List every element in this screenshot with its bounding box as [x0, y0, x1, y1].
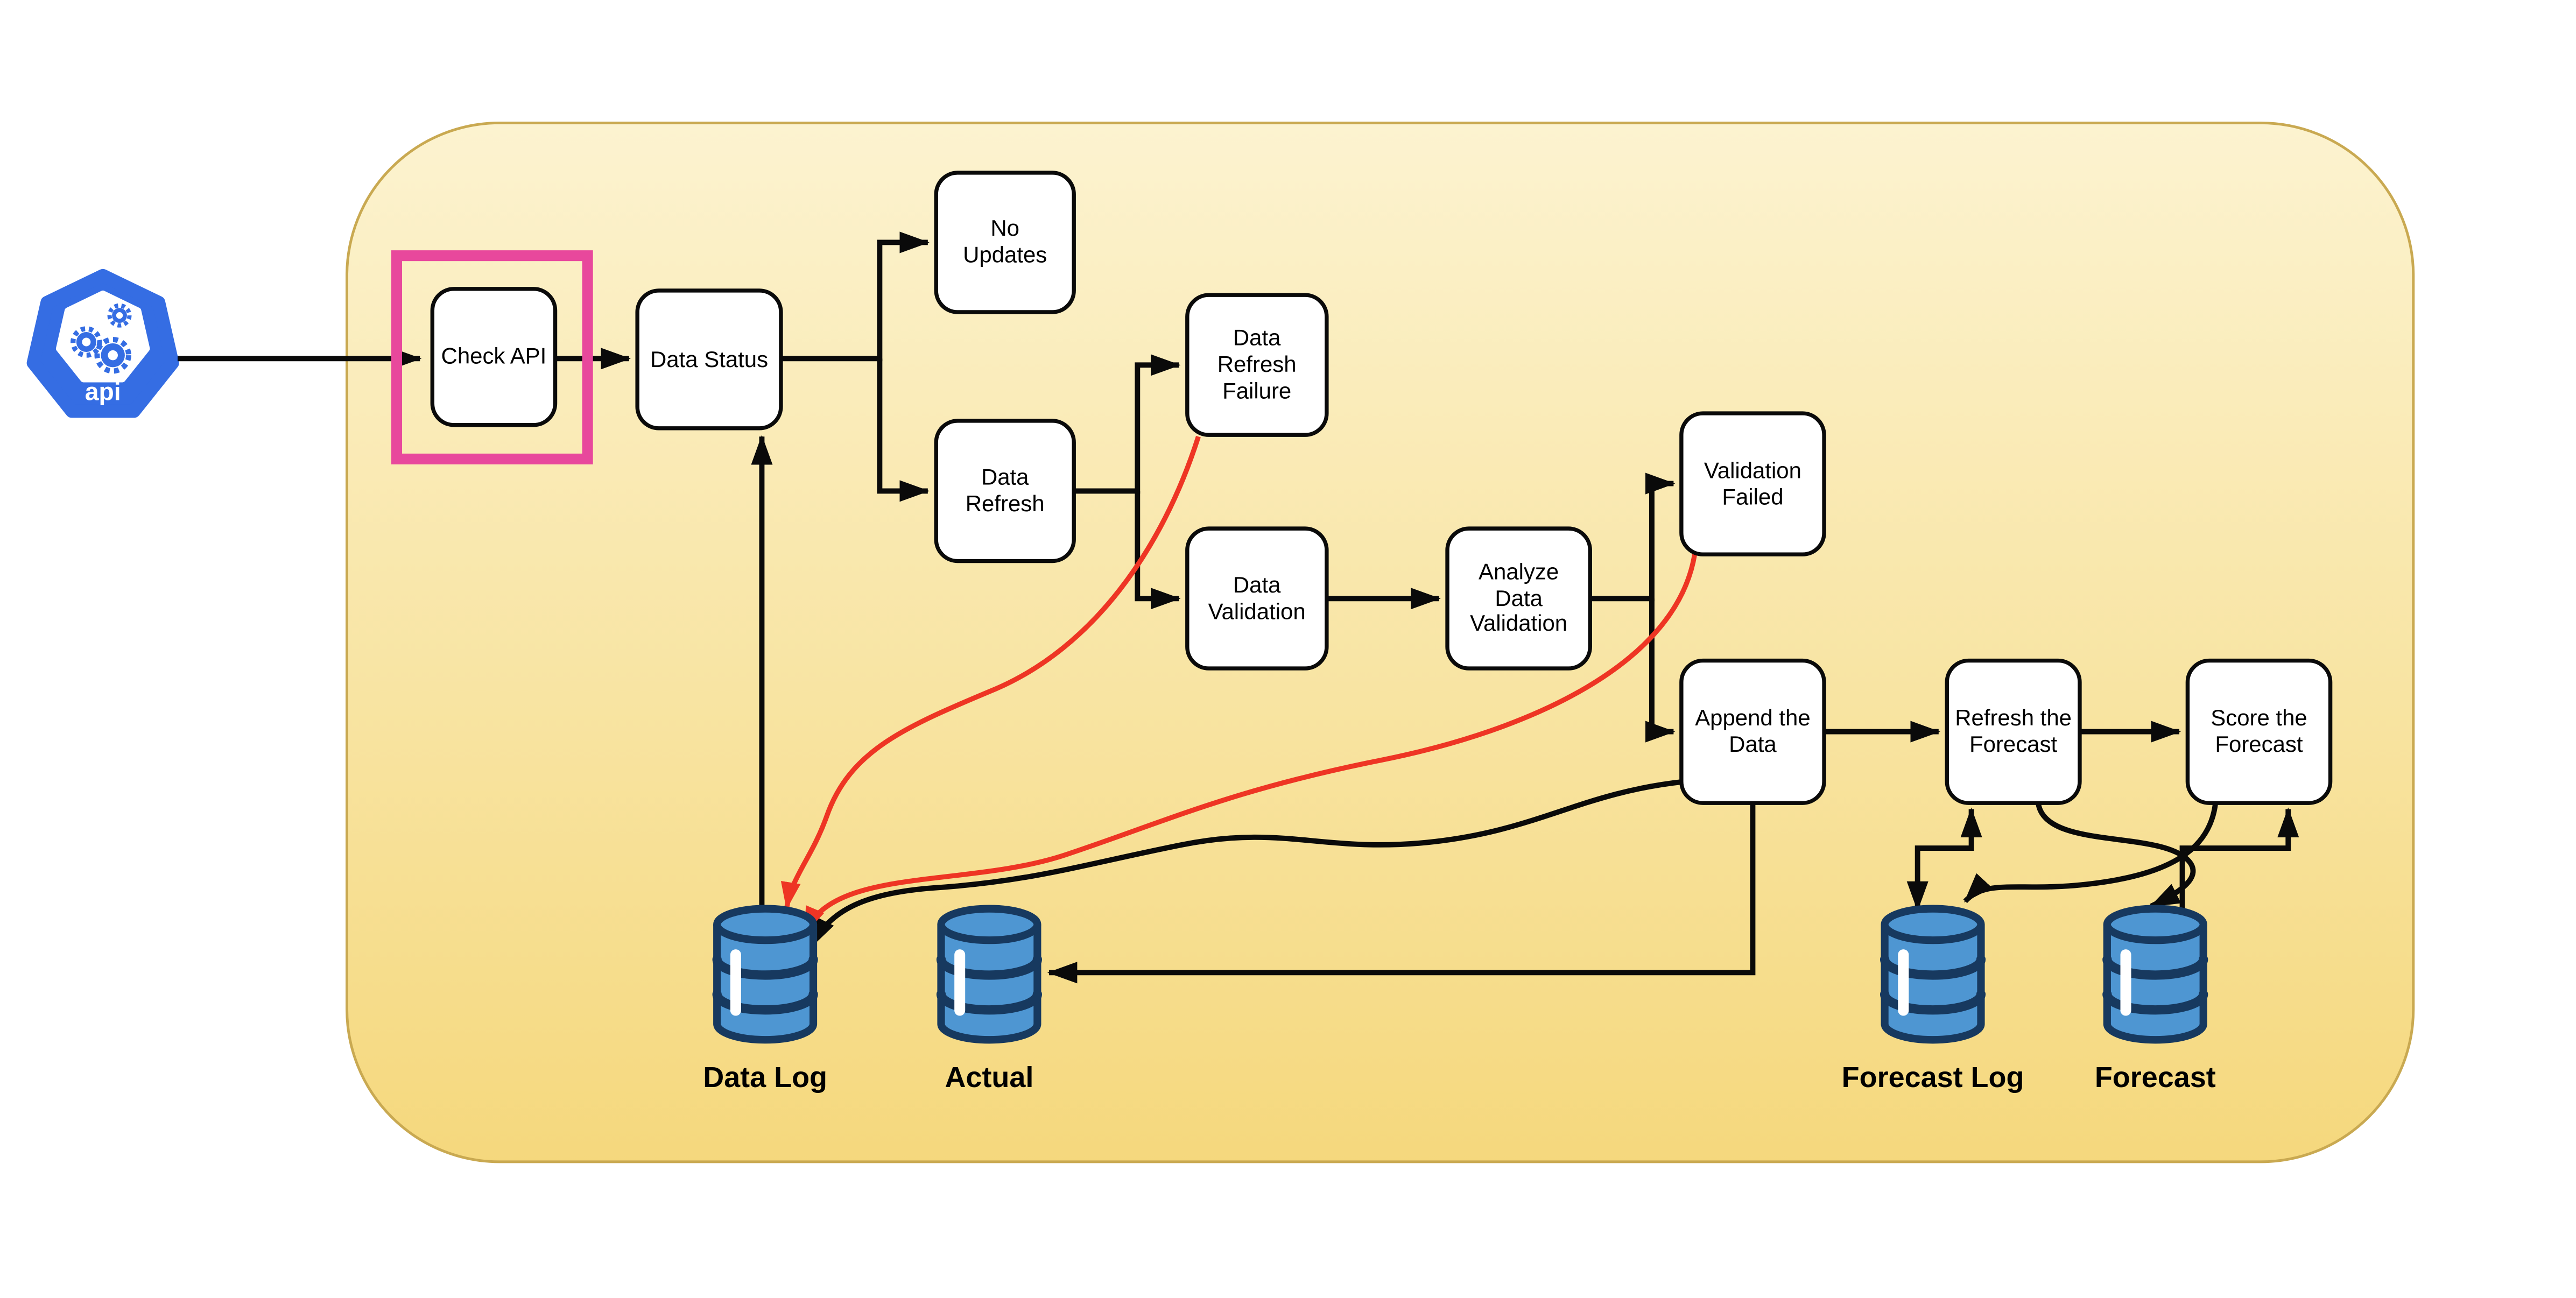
edge-data-refresh-to-refresh-failure — [1074, 354, 1181, 494]
edge-append-to-actual — [1047, 803, 1756, 984]
database-icon — [936, 905, 1042, 1044]
node-label: Data Status — [650, 346, 769, 371]
node-data-status[interactable]: Data Status — [635, 288, 783, 431]
datastore-forecast-log[interactable]: Forecast Log — [1842, 905, 2024, 1094]
database-icon — [712, 905, 818, 1044]
edge-append-to-data-log-curve — [809, 779, 1684, 948]
database-icon — [2102, 905, 2208, 1044]
node-label: Check API — [441, 343, 547, 369]
edge-validation-failed-to-data-log-red — [803, 554, 1698, 935]
node-label: Append the Data — [1695, 706, 1811, 757]
node-validation-failed[interactable]: Validation Failed — [1679, 411, 1826, 556]
node-score-the-forecast[interactable]: Score the Forecast — [2185, 658, 2333, 805]
api-icon-inner-heptagon — [55, 290, 150, 383]
node-label: No Updates — [963, 216, 1047, 267]
node-label: Data Refresh Failure — [1217, 326, 1297, 403]
node-label: Refresh the Forecast — [1955, 706, 2072, 757]
node-no-updates[interactable]: No Updates — [934, 171, 1076, 314]
api-icon[interactable]: api — [26, 269, 179, 418]
node-label: Data Validation — [1208, 572, 1306, 624]
datastore-label: Forecast Log — [1842, 1061, 2024, 1094]
node-check-api[interactable]: Check API — [430, 287, 558, 427]
node-label: Validation Failed — [1704, 457, 1801, 509]
edge-forecast-log-refresh-forecast-elbow — [1906, 807, 1982, 912]
node-data-validation[interactable]: Data Validation — [1185, 526, 1329, 671]
datastore-forecast[interactable]: Forecast — [2095, 905, 2216, 1094]
node-label: Data Refresh — [965, 464, 1045, 516]
node-analyze-data-validation[interactable]: Analyze Data Validation — [1445, 526, 1592, 671]
datastore-label: Forecast — [2095, 1061, 2216, 1094]
datastore-actual[interactable]: Actual — [936, 905, 1042, 1094]
node-refresh-the-forecast[interactable]: Refresh the Forecast — [1945, 658, 2082, 805]
datastore-label: Actual — [945, 1061, 1033, 1094]
node-label: Analyze Data Validation — [1470, 559, 1568, 637]
datastore-label: Data Log — [703, 1061, 827, 1094]
edge-refresh-forecast-to-forecast-curve — [2035, 802, 2196, 909]
database-icon — [1880, 905, 1986, 1044]
node-label: Score the Forecast — [2211, 706, 2307, 757]
api-icon-label: api — [85, 377, 121, 405]
node-data-refresh-failure[interactable]: Data Refresh Failure — [1185, 293, 1329, 437]
edge-data-status-to-data-refresh — [877, 358, 930, 502]
edge-score-forecast-to-forecast-log-curve — [1963, 802, 2219, 904]
gear-icon — [71, 326, 102, 358]
edge-forecast-to-score-forecast-elbow — [2179, 807, 2299, 910]
check-api-highlight-frame — [391, 250, 593, 464]
gear-icon — [94, 336, 131, 374]
node-append-the-data[interactable]: Append the Data — [1679, 658, 1826, 805]
datastore-data-log[interactable]: Data Log — [703, 905, 827, 1094]
edge-analyze-to-append — [1645, 598, 1676, 743]
edge-analyze-to-validation-failed — [1590, 472, 1676, 602]
edges — [177, 231, 2299, 984]
edge-data-status-to-no-updates — [780, 231, 930, 362]
edge-refresh-failure-to-data-log-red — [780, 435, 1201, 910]
edge-data-refresh-to-data-validation — [1135, 491, 1181, 610]
node-data-refresh[interactable]: Data Refresh — [934, 419, 1076, 563]
